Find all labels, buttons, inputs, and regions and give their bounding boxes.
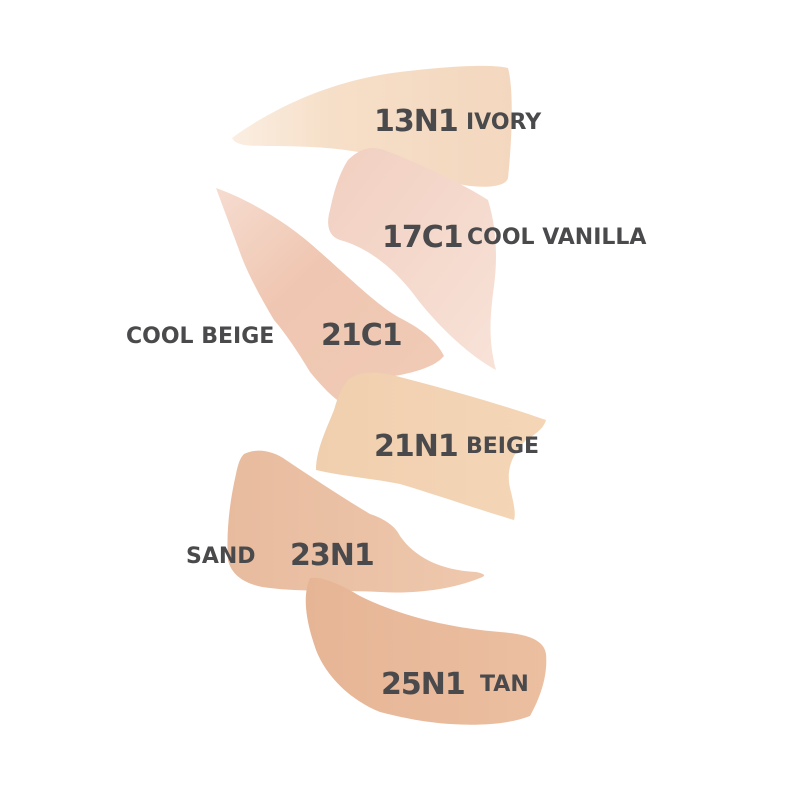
swatch-13n1 xyxy=(232,65,512,187)
swatch-21c1 xyxy=(216,188,444,406)
shade-code-13n1: 13N1 xyxy=(374,104,459,139)
shade-code-25n1: 25N1 xyxy=(381,667,466,702)
shade-name-cool-beige: COOL BEIGE xyxy=(126,324,275,349)
swatch-25n1 xyxy=(305,577,547,725)
shade-name-ivory: IVORY xyxy=(466,110,542,135)
shade-code-21c1: 21C1 xyxy=(321,318,403,353)
shade-code-23n1: 23N1 xyxy=(290,538,375,573)
shade-name-cool-vanilla: COOL VANILLA xyxy=(467,225,647,250)
shade-name-beige: BEIGE xyxy=(466,434,540,459)
swatch-23n1 xyxy=(227,450,485,593)
swatch-21n1 xyxy=(316,372,546,520)
shade-name-tan: TAN xyxy=(480,672,529,697)
shade-code-21n1: 21N1 xyxy=(374,429,459,464)
shade-code-17c1: 17C1 xyxy=(382,220,464,255)
shade-name-sand: SAND xyxy=(186,544,256,569)
swatch-17c1 xyxy=(328,148,496,370)
